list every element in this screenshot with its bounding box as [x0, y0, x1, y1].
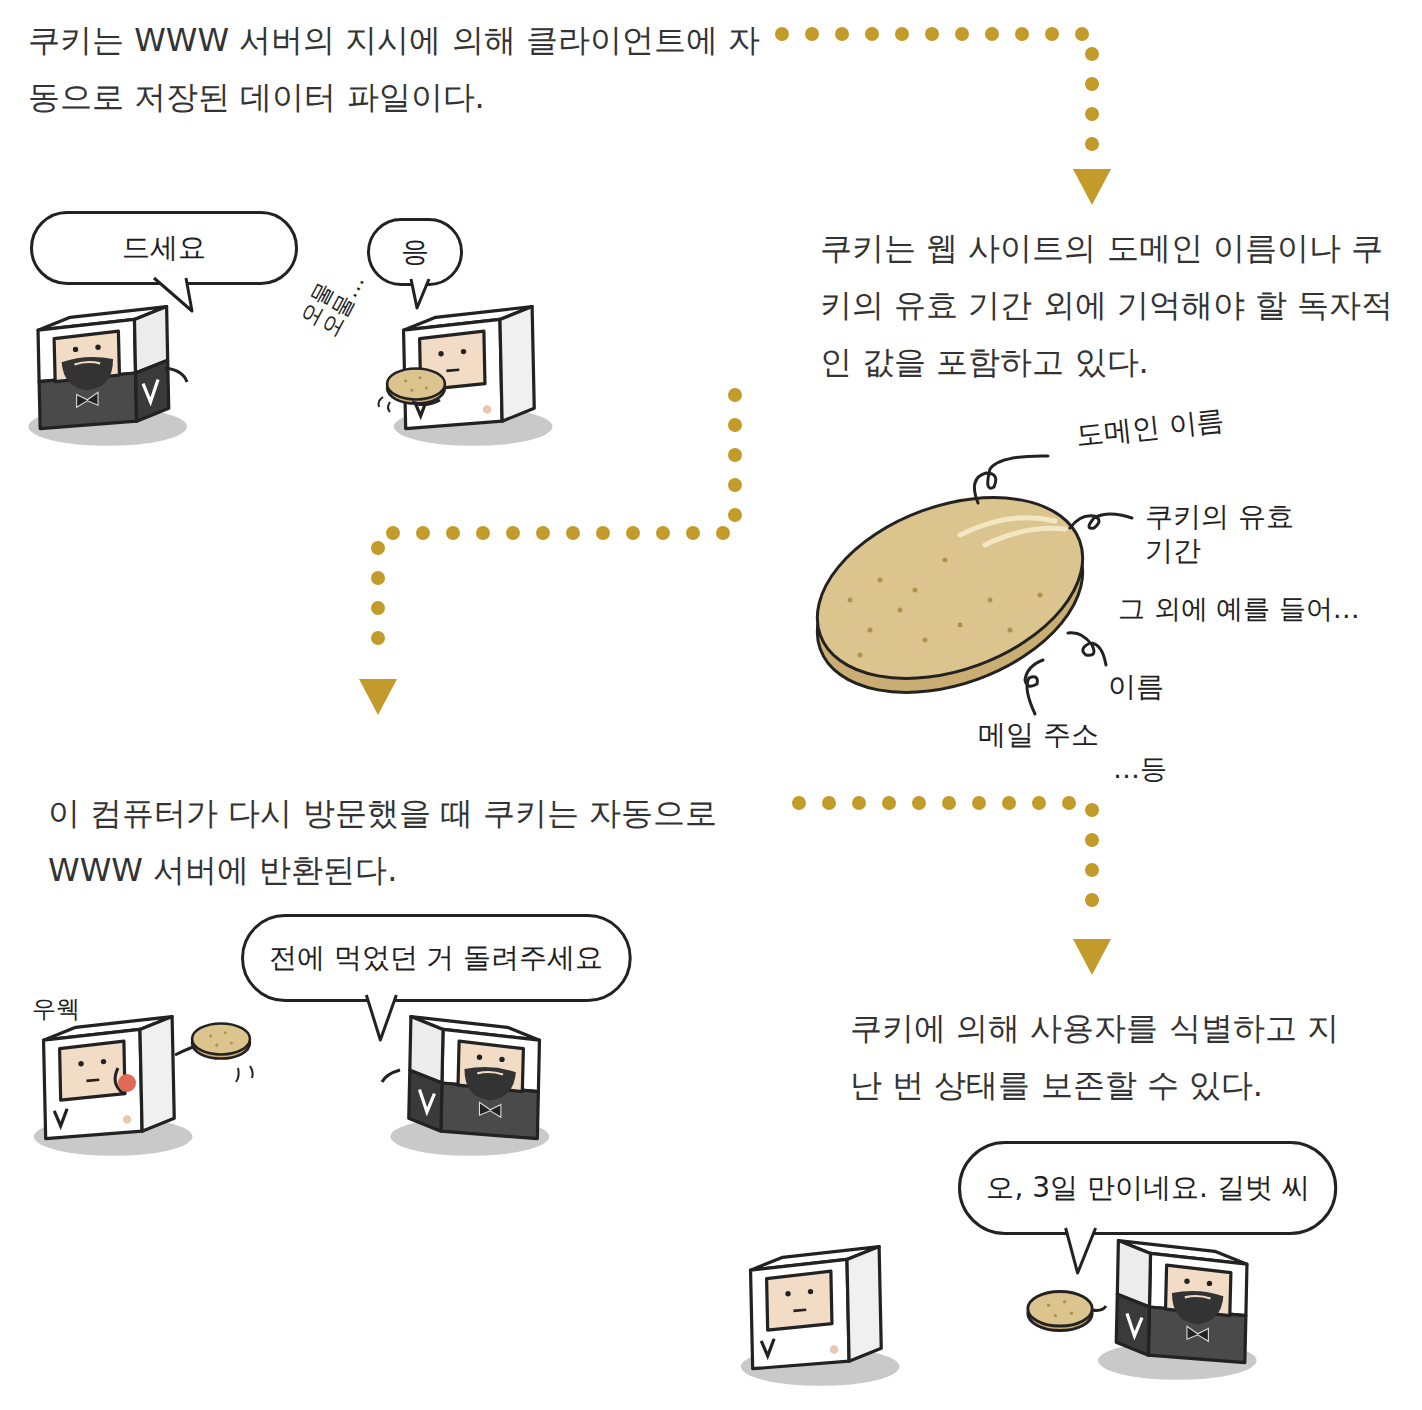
dotted-arrow: [359, 395, 735, 715]
arrow-head: [1073, 939, 1111, 975]
caption-block: 쿠키에 의해 사용자를 식별하고 지난 번 상태를 보존할 수 있다.: [850, 975, 1350, 1114]
drawing-part: [958, 623, 963, 628]
cookie-small: [387, 368, 445, 403]
server-computer: [391, 1017, 550, 1156]
drawing-part: [913, 588, 918, 593]
handwritten-label: 도메인 이름: [1075, 408, 1226, 447]
caption-block: 이 컴퓨터가 다시 방문했을 때 쿠키는 자동으로 WWW 서버에 반환된다.: [48, 715, 793, 899]
bubble-tail: [366, 995, 396, 1040]
caption-text: 이 컴퓨터가 다시 방문했을 때 쿠키는 자동으로 WWW 서버에 반환된다.: [48, 785, 793, 899]
client-computer: [741, 1247, 900, 1386]
cookie: [792, 456, 1132, 726]
drawing-part: [923, 638, 928, 643]
bubble-text: 응: [401, 234, 429, 270]
speech-bubble: 전에 먹었던 거 돌려주세요: [241, 914, 632, 1002]
bubble-text: 전에 먹었던 거 돌려주세요: [269, 940, 604, 976]
bubble-shape: [369, 220, 462, 285]
arrow-head: [359, 679, 397, 715]
server-arm: [1092, 1306, 1106, 1311]
drawing-part: [1008, 628, 1013, 633]
drawing-part: [848, 558, 1043, 658]
caption-block: 쿠키는 WWW 서버의 지시에 의해 클라이언트에 자동으로 저장된 데이터 파…: [28, 12, 778, 126]
drawing-part: [792, 464, 1107, 713]
caption-text: 쿠키에 의해 사용자를 식별하고 지난 번 상태를 보존할 수 있다.: [850, 1000, 1350, 1114]
dot-chain: [378, 395, 735, 665]
drawing-part: [988, 598, 993, 603]
drip-lines: [236, 1066, 253, 1082]
bubble-tail: [1066, 1228, 1096, 1273]
drawing-part: [960, 518, 1065, 545]
server-computer: [28, 307, 187, 446]
bubble-tail: [154, 278, 192, 311]
bubble-tail: [411, 279, 429, 308]
server-arm: [165, 368, 187, 382]
drawing-part: [1068, 633, 1106, 665]
handwritten-label: 이름: [1108, 670, 1164, 704]
handwritten-label: 오물 오물…: [296, 256, 371, 340]
bubble-shape: [960, 1143, 1336, 1234]
handwritten-label: 메일 주소: [978, 718, 1099, 752]
server-computer: [1098, 1241, 1257, 1380]
speech-bubble: 오, 3일 만이네요. 길벗 씨: [958, 1141, 1337, 1235]
drawing-part: [858, 653, 863, 658]
server-arm: [382, 1070, 400, 1082]
drawing-part: [878, 578, 883, 583]
drawing-part: [868, 628, 873, 633]
motion-lines: [379, 397, 391, 412]
caption-text: 쿠키는 웹 사이트의 도메인 이름이나 쿠키의 유효 기간 외에 기억해야 할 …: [820, 220, 1410, 391]
arrow-head: [1073, 169, 1111, 205]
handwritten-label: …등: [1113, 752, 1167, 786]
drawing-part: [1070, 514, 1132, 528]
tongue: [118, 1074, 136, 1092]
client-arm: [412, 400, 440, 405]
handwritten-label: 쿠키의 유효 기간: [1145, 500, 1295, 568]
drawing-part: [974, 456, 1048, 503]
drawing-part: [898, 608, 903, 613]
drawing-part: [391, 1017, 550, 1156]
drawing-part: [848, 598, 853, 603]
drawing-part: [1098, 1241, 1257, 1380]
dotted-arrow: [782, 34, 1111, 205]
bubble-text: 오, 3일 만이네요. 길벗 씨: [986, 1170, 1309, 1206]
client-computer: [34, 1017, 193, 1156]
dotted-arrow: [799, 803, 1111, 975]
dot-chain: [799, 803, 1092, 925]
handwritten-label: 우웩: [32, 992, 80, 1026]
speech-bubble: 응: [367, 218, 463, 286]
cookie-small: [192, 1023, 250, 1058]
bubble-shape: [32, 213, 297, 284]
caption-text: 쿠키는 WWW 서버의 지시에 의해 클라이언트에 자동으로 저장된 데이터 파…: [28, 12, 778, 126]
drawing-part: [1025, 660, 1043, 714]
drawing-part: [943, 558, 948, 563]
drawing-part: [1038, 593, 1043, 598]
cookie-small: [1028, 1291, 1092, 1330]
handwritten-label: 그 외에 예를 들어…: [1118, 592, 1360, 626]
caption-block: 쿠키는 웹 사이트의 도메인 이름이나 쿠키의 유효 기간 외에 기억해야 할 …: [730, 205, 1410, 391]
bubble-shape: [242, 916, 630, 1001]
dot-chain: [782, 34, 1092, 155]
bubble-text: 드세요: [122, 230, 206, 266]
speech-bubble: 드세요: [30, 211, 298, 285]
